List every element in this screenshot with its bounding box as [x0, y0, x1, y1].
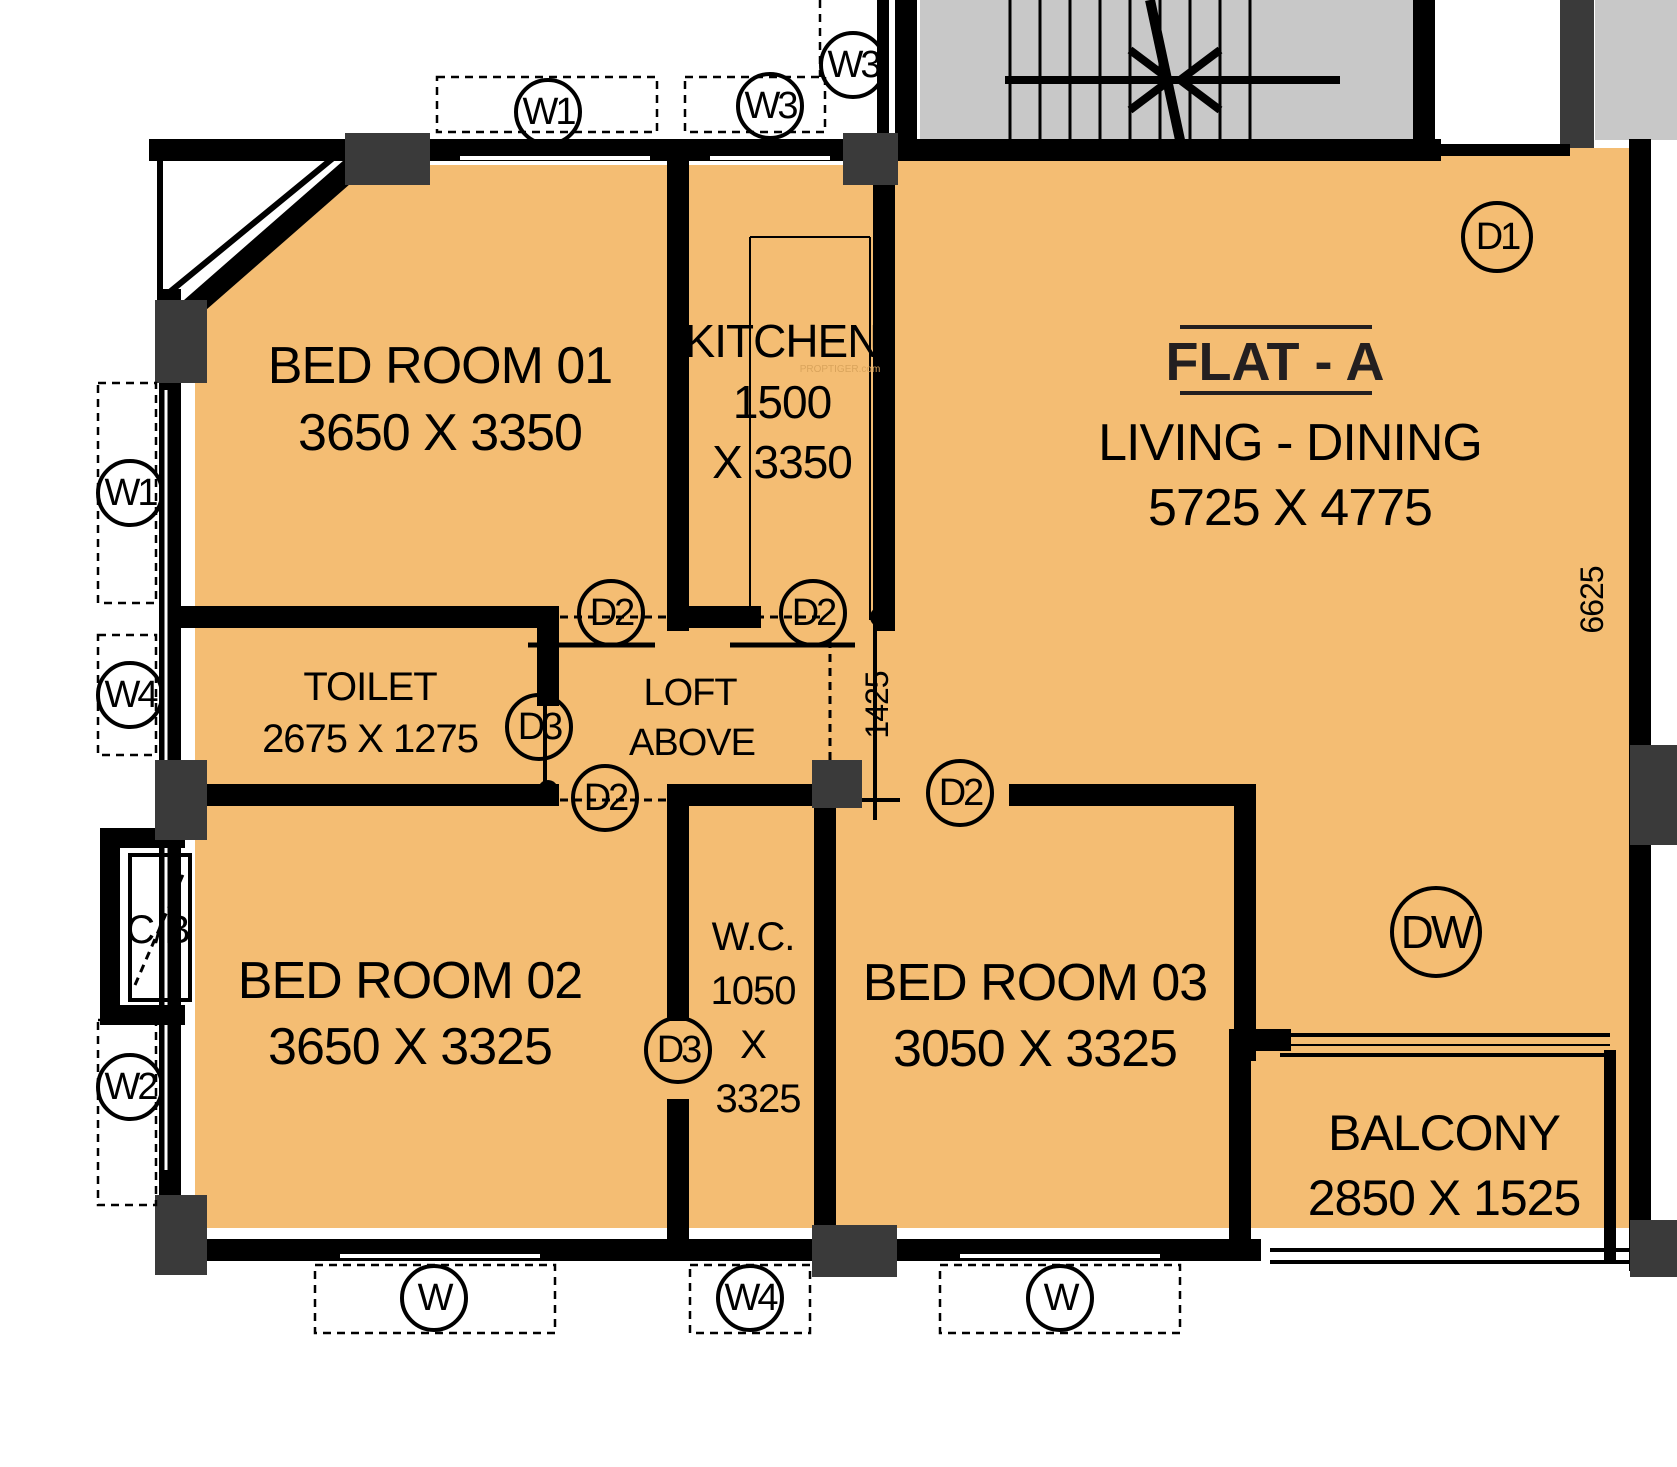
tag-w-bottom-left: W: [400, 1264, 468, 1332]
svg-text:D3: D3: [657, 1029, 701, 1071]
tag-w4-left: W4: [96, 661, 164, 729]
balcony-size: 2850 X 1525: [1308, 1170, 1581, 1226]
svg-text:W1: W1: [105, 472, 158, 514]
tag-w4-bottom: W4: [716, 1264, 784, 1332]
dimension-1425: 1425: [859, 671, 895, 738]
tag-dw: DW: [1390, 886, 1482, 978]
toilet-size: 2675 X 1275: [262, 717, 478, 761]
tag-w3-top-right: W3: [819, 31, 887, 99]
svg-text:D2: D2: [590, 592, 634, 634]
svg-text:W3: W3: [745, 85, 798, 127]
tag-w2-left: W2: [96, 1053, 164, 1121]
tag-w3-top: W3: [736, 72, 804, 140]
tag-d3-toilet: D3: [505, 693, 573, 761]
svg-text:W3: W3: [828, 44, 881, 86]
tag-d2-d: D2: [926, 759, 994, 827]
cb-name: C/B: [126, 908, 190, 952]
tag-d2-c: D2: [571, 764, 639, 832]
svg-text:W4: W4: [725, 1277, 779, 1319]
flat-title: FLAT - A: [1166, 332, 1385, 392]
wc-size-c: 3325: [716, 1077, 801, 1121]
living-dining-size: 5725 X 4775: [1148, 479, 1432, 537]
wc-size-a: 1050: [711, 969, 796, 1013]
tag-d3-wc: D3: [644, 1016, 712, 1084]
wc-name: W.C.: [712, 915, 795, 959]
bed-room-01-name: BED ROOM 01: [268, 337, 612, 395]
tag-w1-left: W1: [96, 459, 164, 527]
watermark: PROPTIGER.com: [800, 364, 881, 375]
room-labels: BED ROOM 01 3650 X 3350 KITCHEN 1500 X 3…: [126, 315, 1610, 1226]
bed-room-02-size: 3650 X 3325: [268, 1018, 552, 1076]
bed-room-01-size: 3650 X 3350: [298, 404, 582, 462]
balcony-name: BALCONY: [1328, 1105, 1561, 1161]
tag-d1: D1: [1461, 201, 1533, 273]
tag-d2-a: D2: [577, 579, 645, 647]
loft-line1: LOFT: [643, 672, 737, 714]
svg-text:W: W: [418, 1277, 454, 1319]
svg-text:W4: W4: [105, 674, 159, 716]
tag-d2-b: D2: [779, 579, 847, 647]
tag-w-bottom-right: W: [1026, 1264, 1094, 1332]
kitchen-name: KITCHEN: [685, 315, 880, 367]
svg-text:D1: D1: [1476, 216, 1520, 258]
dimension-6625: 6625: [1574, 566, 1610, 633]
svg-text:D2: D2: [584, 777, 628, 819]
bed-room-03-name: BED ROOM 03: [863, 954, 1207, 1012]
toilet-name: TOILET: [303, 665, 437, 709]
svg-text:DW: DW: [1401, 906, 1475, 958]
kitchen-size-b: X 3350: [712, 436, 852, 488]
svg-text:W2: W2: [105, 1066, 158, 1108]
kitchen-size-a: 1500: [733, 376, 831, 428]
living-dining-name: LIVING - DINING: [1098, 414, 1482, 472]
staircase: [877, 0, 1677, 180]
bed-room-02-name: BED ROOM 02: [238, 952, 582, 1010]
columns: [155, 133, 1677, 1277]
wc-size-b: X: [740, 1023, 766, 1067]
window-door-tags: W1 W3 W3 W1 W4 W2 W W4 W D1 D2 D2 D2 D2 …: [96, 31, 1533, 1332]
svg-text:W: W: [1044, 1277, 1080, 1319]
svg-text:D2: D2: [939, 772, 983, 814]
svg-text:W1: W1: [523, 91, 576, 133]
svg-text:D3: D3: [518, 706, 562, 748]
bed-room-03-size: 3050 X 3325: [893, 1020, 1177, 1078]
svg-text:D2: D2: [792, 592, 836, 634]
window-frames: [96, 0, 1182, 1335]
tag-w1-top: W1: [514, 78, 582, 146]
loft-line2: ABOVE: [629, 722, 755, 764]
room-fills: [195, 148, 1640, 1228]
